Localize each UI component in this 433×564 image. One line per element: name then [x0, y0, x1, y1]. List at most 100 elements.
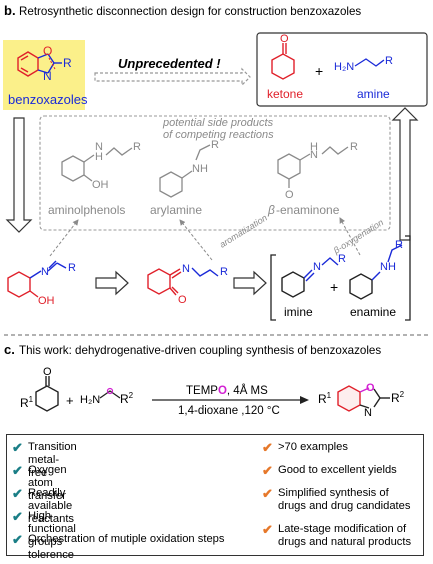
panel-c-title: This work: dehydrogenative-driven coupli…	[19, 344, 381, 357]
product-benzoxazole-structure	[337, 385, 390, 412]
product-r1: R1	[318, 391, 332, 406]
feature-left-2-text: Readily available reactants	[28, 487, 75, 525]
phenol-oh: OH	[38, 295, 55, 307]
ketone-label: ketone	[267, 87, 303, 101]
amine-h2n: H₂N	[334, 61, 354, 73]
unprecedented-label: Unprecedented !	[118, 56, 221, 71]
enamine-r: R	[395, 239, 403, 251]
check-icon: ✔	[12, 463, 23, 478]
product-r2: R2	[391, 390, 405, 405]
unprecedented-arrow	[94, 67, 251, 87]
feature-right-0-text: >70 examples	[278, 441, 348, 453]
enaminone-r: R	[350, 141, 358, 153]
product-n-atom: N	[364, 407, 372, 419]
feature-right-3-text: drugs and drug candidates	[278, 500, 411, 512]
aminophenol-oh: OH	[92, 179, 109, 191]
benzoxazole-structure	[17, 51, 62, 77]
benzoxazole-o-atom: O	[43, 44, 52, 58]
tautomer-plus: +	[330, 279, 338, 295]
benzoxazole-label: benzoxazoles	[8, 92, 88, 107]
feature-left-4-text: Orchestration of mutiple oxidation steps	[28, 533, 225, 545]
feature-right-4-text: Late-stage modification of	[278, 523, 407, 535]
forward-arrow-1	[95, 270, 129, 296]
check-icon: ✔	[12, 509, 23, 524]
panel-b-letter: b.	[4, 3, 16, 18]
enaminone-structure	[277, 146, 349, 188]
feature-right-5-text: drugs and natural products	[278, 536, 412, 548]
benzoxazole-n-atom: N	[43, 69, 52, 83]
panel-b-title: Retrosynthetic disconnection design for …	[19, 5, 361, 18]
amine-chain	[354, 58, 385, 67]
imine-label: imine	[284, 305, 313, 319]
check-icon: ✔	[262, 486, 273, 501]
enaminone-beta: β	[267, 203, 275, 217]
ketimine-r: R	[220, 266, 228, 278]
feature-left-3-text: High functional groups tolerence	[28, 510, 76, 561]
panel-c-letter: c.	[4, 342, 15, 357]
reagent-label: TEMPO, 4Å MS	[186, 384, 268, 397]
arrow-to-enaminone	[339, 217, 361, 256]
enaminone-o: O	[285, 189, 294, 201]
check-icon: ✔	[12, 486, 23, 501]
ketimine-structure	[147, 267, 219, 296]
c-ketone-r1: R1	[20, 395, 34, 410]
feature-right-1-text: Good to excellent yields	[278, 464, 397, 476]
ketimine-n: N	[182, 263, 190, 275]
arrow-to-arylamine	[179, 219, 213, 261]
aromatization-label: aromatization	[218, 213, 269, 250]
side-products-box	[39, 115, 391, 231]
amine-label: amine	[357, 87, 390, 101]
starting-materials-box	[256, 32, 428, 107]
feature-left-0-text: Transition metal-free	[28, 441, 77, 479]
ketone-r1-structure	[35, 376, 59, 412]
check-icon: ✔	[12, 440, 23, 455]
c-ketone-o: O	[43, 366, 52, 378]
aminophenol-label: aminolphenols	[48, 203, 125, 217]
feature-right-2-text: Simplified synthesis of	[278, 487, 389, 499]
enaminone-label: -enaminone	[276, 203, 340, 217]
features-box	[6, 434, 424, 556]
aminophenol-n: N	[95, 141, 103, 153]
check-icon: ✔	[262, 522, 273, 537]
side-products-line1: potential side products	[162, 117, 274, 129]
imine-tautomer-n: N	[313, 261, 321, 273]
reaction-arrowhead	[300, 396, 309, 404]
benzoxazole-r-group: R	[63, 56, 72, 70]
aminophenol-nh: H	[95, 151, 103, 163]
c-amine-chain	[99, 390, 121, 399]
enaminone-n: N	[310, 149, 318, 161]
up-arrow-right	[391, 107, 419, 241]
c-plus: +	[66, 393, 74, 408]
imine-tautomer-r: R	[338, 253, 346, 265]
enamine-structure	[349, 244, 403, 300]
conditions-label: 1,4-dioxane ,120 °C	[178, 405, 280, 417]
ketone-structure	[271, 43, 295, 80]
arylamine-r: R	[211, 139, 219, 151]
aminophenol-imine-structure	[7, 260, 67, 298]
forward-arrow-2	[233, 270, 267, 296]
c-amine-r2: R2	[120, 391, 134, 406]
benzoxazole-box	[3, 40, 85, 110]
feature-left-1-text: Oxygen atom transfer	[28, 464, 67, 502]
c-amine-h2n: H₂N	[80, 394, 100, 406]
arylamine-label: arylamine	[150, 203, 202, 217]
enamine-label: enamine	[350, 305, 396, 319]
aminophenol-structure	[61, 147, 133, 182]
plus-sign: +	[315, 63, 323, 79]
bracket-right	[405, 235, 411, 321]
check-icon: ✔	[262, 463, 273, 478]
bracket-left	[270, 254, 276, 321]
check-icon: ✔	[262, 440, 273, 455]
enaminone-h: H	[310, 141, 318, 153]
ketimine-o: O	[178, 294, 187, 306]
enamine-nh: NH	[380, 261, 396, 273]
arylamine-structure	[159, 144, 211, 198]
imine-tautomer-structure	[281, 257, 339, 298]
side-products-line2: of competing reactions	[163, 129, 274, 141]
check-icon: ✔	[12, 532, 23, 547]
arylamine-nh: NH	[192, 163, 208, 175]
down-arrow-left	[5, 117, 33, 233]
c-amine-mark	[106, 387, 114, 395]
arrow-to-aminophenol	[49, 219, 79, 257]
